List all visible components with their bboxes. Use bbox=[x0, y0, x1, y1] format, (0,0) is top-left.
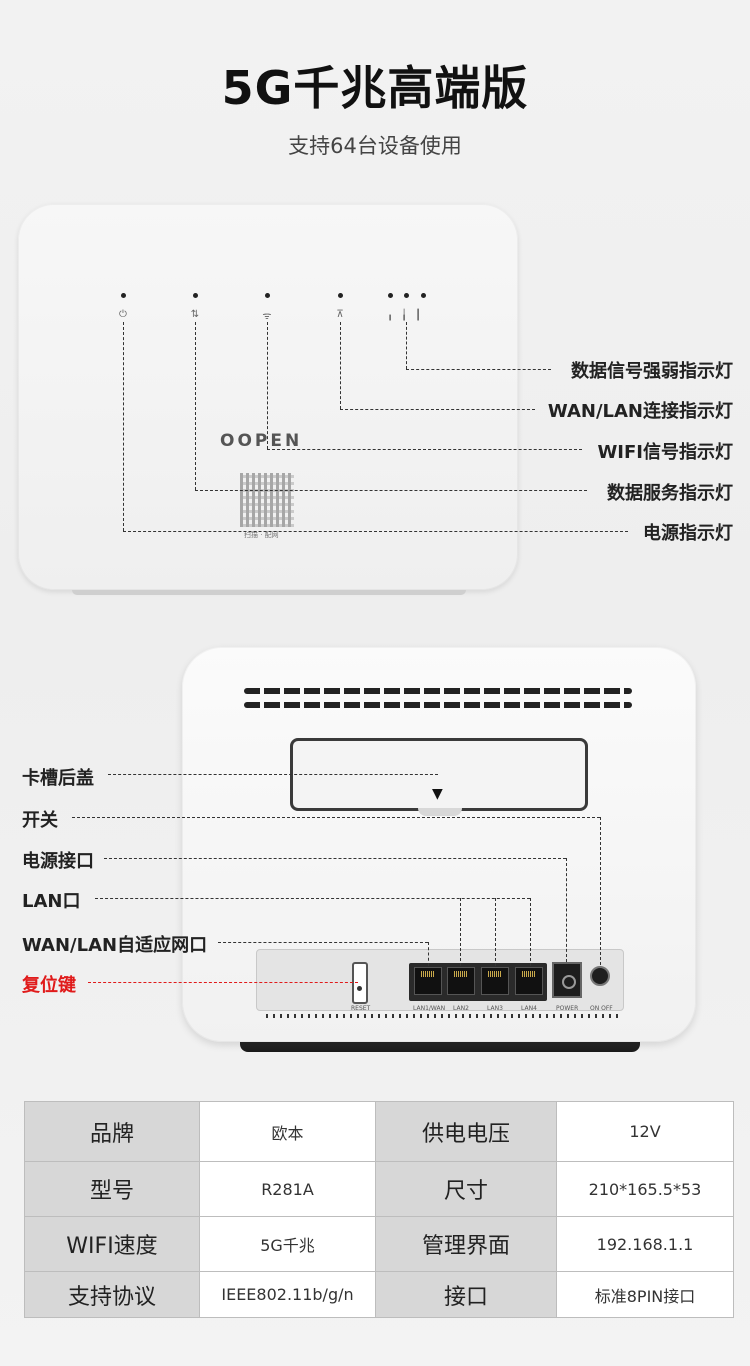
sim-cover-tab bbox=[418, 808, 462, 816]
signal-bars-icon: ╻╽┃ bbox=[386, 310, 430, 321]
spec-value: R281A bbox=[199, 1161, 376, 1217]
spec-value: 欧本 bbox=[199, 1101, 376, 1162]
callout-line bbox=[340, 322, 341, 409]
signal-led-2 bbox=[404, 293, 409, 298]
lan4-port bbox=[515, 967, 543, 995]
callout-lan-port: LAN口 bbox=[22, 891, 81, 912]
vent-bottom bbox=[266, 1014, 622, 1018]
page-subtitle: 支持64台设备使用 bbox=[288, 134, 462, 158]
callout-line bbox=[340, 409, 535, 410]
lan1-wan-port bbox=[414, 967, 442, 995]
callout-line bbox=[495, 898, 496, 966]
power-port bbox=[552, 962, 582, 998]
qr-code bbox=[240, 473, 294, 527]
router-front-base bbox=[72, 590, 466, 595]
spec-key: 品牌 bbox=[24, 1101, 200, 1162]
callout-line bbox=[406, 322, 407, 369]
callout-line bbox=[104, 858, 566, 859]
power-led bbox=[121, 293, 126, 298]
callout-line bbox=[95, 898, 530, 899]
callout-line bbox=[123, 531, 628, 532]
table-row: 支持协议 IEEE802.11b/g/n 接口 标准8PIN接口 bbox=[24, 1271, 734, 1318]
callout-data-service: 数据服务指示灯 bbox=[607, 483, 733, 504]
callout-line bbox=[406, 369, 551, 370]
vent-top-1 bbox=[244, 688, 632, 694]
spec-key: WIFI速度 bbox=[24, 1216, 200, 1272]
callout-sim-cover: 卡槽后盖 bbox=[22, 768, 94, 789]
port-label-lan2: LAN2 bbox=[453, 1005, 469, 1012]
callout-line bbox=[267, 449, 582, 450]
spec-value: IEEE802.11b/g/n bbox=[199, 1271, 376, 1318]
callout-line bbox=[530, 898, 531, 966]
callout-wan-lan: WAN/LAN连接指示灯 bbox=[547, 401, 733, 422]
wifi-led bbox=[265, 293, 270, 298]
callout-line-reset bbox=[88, 982, 358, 983]
wan-lan-led bbox=[338, 293, 343, 298]
spec-value: 12V bbox=[556, 1101, 734, 1162]
callout-power-port: 电源接口 bbox=[22, 851, 94, 872]
callout-reset: 复位键 bbox=[22, 975, 76, 996]
spec-key: 供电电压 bbox=[375, 1101, 557, 1162]
port-label-lan1: LAN1/WAN bbox=[413, 1005, 446, 1012]
data-service-led bbox=[193, 293, 198, 298]
callout-line bbox=[600, 817, 601, 965]
page-title: 5G千兆高端版 bbox=[221, 61, 529, 115]
table-row: 型号 R281A 尺寸 210*165.5*53 bbox=[24, 1161, 734, 1217]
callout-line bbox=[460, 898, 461, 966]
spec-table: 品牌 欧本 供电电压 12V 型号 R281A 尺寸 210*165.5*53 … bbox=[24, 1101, 734, 1318]
callout-switch: 开关 bbox=[22, 810, 58, 831]
qr-caption: 扫描 · 配网 bbox=[244, 531, 279, 539]
lan3-port bbox=[481, 967, 509, 995]
port-label-onoff: ON OFF bbox=[590, 1005, 613, 1012]
reset-button bbox=[352, 962, 368, 1004]
callout-line bbox=[123, 322, 124, 531]
callout-line bbox=[566, 858, 567, 962]
callout-line bbox=[72, 817, 600, 818]
port-label-lan4: LAN4 bbox=[521, 1005, 537, 1012]
callout-wifi: WIFI信号指示灯 bbox=[597, 442, 733, 463]
port-label-power: POWER bbox=[556, 1005, 579, 1012]
spec-key: 支持协议 bbox=[24, 1271, 200, 1318]
spec-key: 型号 bbox=[24, 1161, 200, 1217]
data-arrows-icon: ⇅ bbox=[190, 309, 200, 320]
spec-value: 210*165.5*53 bbox=[556, 1161, 734, 1217]
vent-top-2 bbox=[244, 702, 632, 708]
spec-key: 接口 bbox=[375, 1271, 557, 1318]
table-row: 品牌 欧本 供电电压 12V bbox=[24, 1101, 734, 1162]
callout-power: 电源指示灯 bbox=[643, 523, 733, 544]
table-row: WIFI速度 5G千兆 管理界面 192.168.1.1 bbox=[24, 1216, 734, 1272]
wifi-icon: ᯤ bbox=[262, 311, 272, 322]
spec-value: 192.168.1.1 bbox=[556, 1216, 734, 1272]
callout-line bbox=[195, 490, 587, 491]
signal-led-3 bbox=[421, 293, 426, 298]
callout-line bbox=[195, 322, 196, 490]
port-label-reset: RESET bbox=[351, 1005, 371, 1012]
lan2-port bbox=[447, 967, 475, 995]
callout-line bbox=[267, 322, 268, 449]
callout-wan-lan-port: WAN/LAN自适应网口 bbox=[22, 935, 208, 956]
callout-signal-strength: 数据信号强弱指示灯 bbox=[571, 361, 733, 382]
callout-line bbox=[108, 774, 438, 775]
network-icon: ⊼ bbox=[336, 309, 344, 320]
spec-value: 标准8PIN接口 bbox=[556, 1271, 734, 1318]
brand-logo: OOPEN bbox=[220, 431, 303, 451]
spec-value: 5G千兆 bbox=[199, 1216, 376, 1272]
reset-hole bbox=[357, 986, 362, 991]
power-switch bbox=[590, 966, 610, 986]
port-label-lan3: LAN3 bbox=[487, 1005, 503, 1012]
spec-key: 管理界面 bbox=[375, 1216, 557, 1272]
down-arrow-icon: ▼ bbox=[432, 786, 443, 802]
callout-line bbox=[428, 942, 429, 966]
spec-key: 尺寸 bbox=[375, 1161, 557, 1217]
signal-led-1 bbox=[388, 293, 393, 298]
power-icon: ⏻ bbox=[119, 309, 127, 320]
callout-line bbox=[218, 942, 428, 943]
